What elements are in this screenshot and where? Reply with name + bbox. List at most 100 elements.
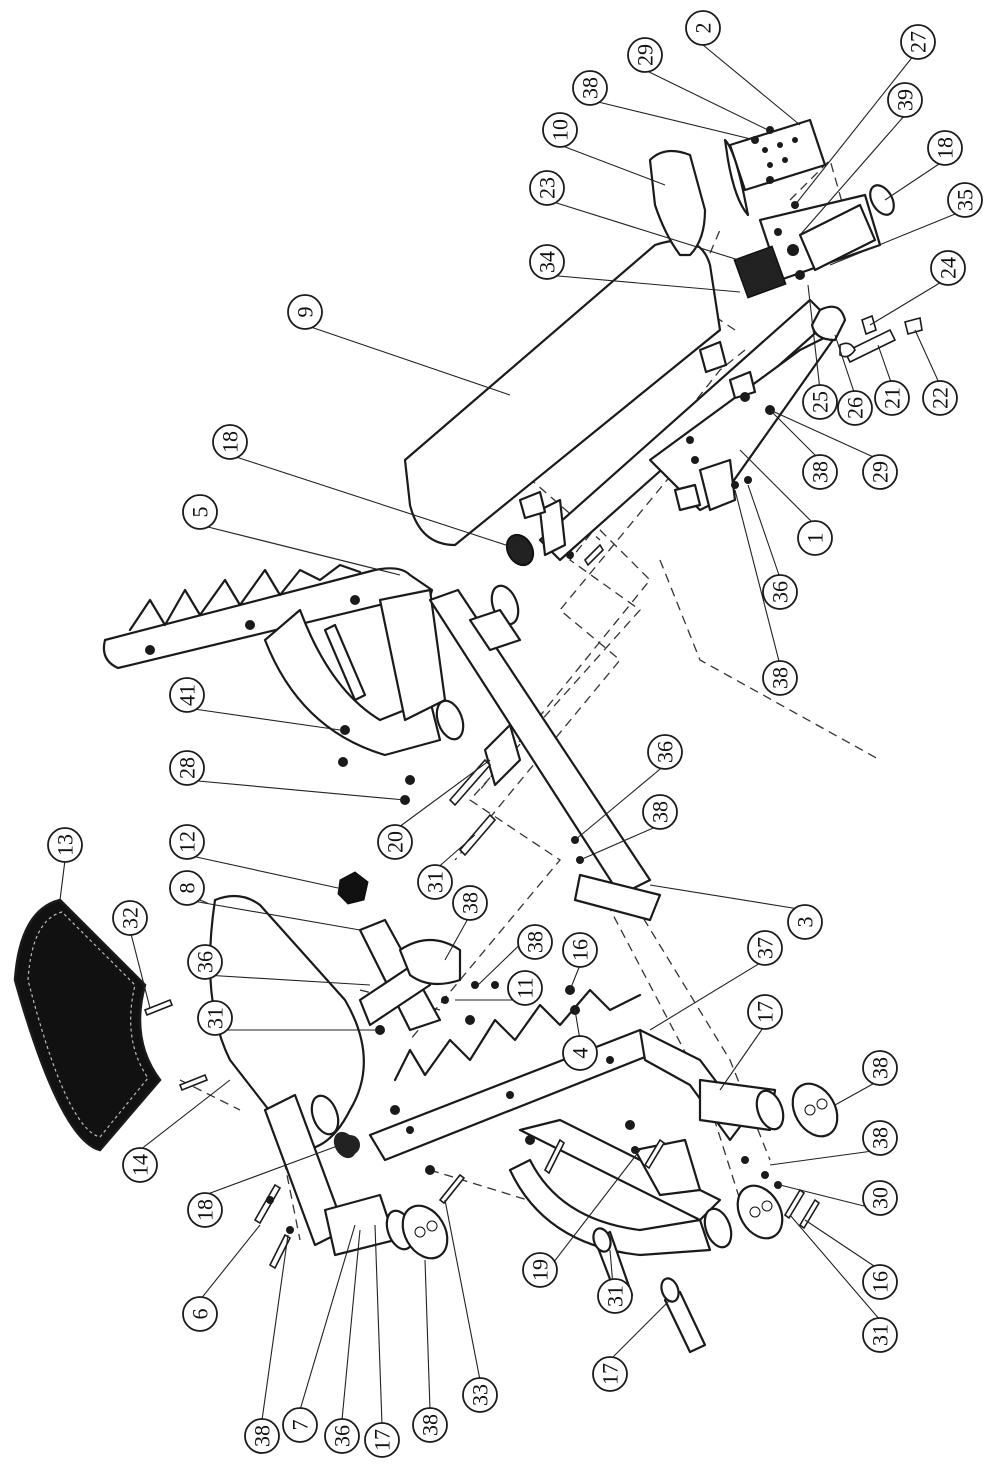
callout-circle	[169, 870, 205, 906]
callout-number: 2	[691, 23, 716, 34]
callout-number: 36	[653, 741, 678, 763]
callout-circle	[685, 10, 721, 46]
callout-17: 17	[592, 1356, 628, 1392]
callout-18: 18	[927, 130, 963, 166]
callout-number: 41	[175, 684, 200, 706]
callout-number: 17	[598, 1363, 623, 1385]
callout-38: 38	[517, 924, 553, 960]
callout-36: 36	[187, 944, 223, 980]
callout-circle	[642, 794, 678, 830]
seat-bracket	[358, 918, 462, 1032]
callout-circle	[287, 294, 323, 330]
callout-41: 41	[169, 677, 205, 713]
callout-33: 33	[462, 1377, 498, 1413]
callout-31: 31	[197, 1000, 233, 1036]
callout-number: 38	[418, 1414, 443, 1436]
callout-12: 12	[169, 824, 205, 860]
head-pad	[648, 149, 707, 257]
callout-number: 38	[768, 667, 793, 689]
callout-circle	[112, 900, 148, 936]
callout-6: 6	[182, 1296, 218, 1332]
callout-circle	[412, 1407, 448, 1443]
callout-number: 6	[188, 1309, 213, 1320]
callout-number: 34	[535, 251, 560, 273]
callout-circle	[187, 944, 223, 980]
nut	[337, 871, 369, 905]
callout-8: 8	[169, 870, 205, 906]
callout-circle	[647, 734, 683, 770]
callout-circle	[862, 1180, 898, 1216]
callout-29: 29	[627, 37, 663, 73]
callout-16: 16	[562, 932, 598, 968]
callout-circle	[627, 37, 663, 73]
callout-2: 2	[685, 10, 721, 46]
callout-number: 27	[906, 31, 931, 53]
callout-number: 18	[193, 1199, 218, 1221]
callout-circle	[529, 170, 565, 206]
callout-23: 23	[529, 170, 565, 206]
callout-circle	[462, 1377, 498, 1413]
callout-circle	[244, 1418, 280, 1454]
callout-number: 38	[523, 931, 548, 953]
callout-circle	[837, 390, 873, 426]
callout-1: 1	[797, 520, 833, 556]
callout-number: 4	[568, 1048, 593, 1059]
callout-38: 38	[642, 794, 678, 830]
callout-circle	[529, 244, 565, 280]
callout-36: 36	[762, 574, 798, 610]
foot-pad	[13, 898, 162, 1152]
callout-31: 31	[862, 1317, 898, 1353]
callout-number: 16	[568, 939, 593, 961]
callout-18: 18	[187, 1192, 223, 1228]
callout-circle	[452, 885, 488, 921]
callout-circle	[517, 924, 553, 960]
callout-circle	[922, 380, 958, 416]
callout-32: 32	[112, 900, 148, 936]
callout-31: 31	[597, 1278, 633, 1314]
callout-number: 38	[868, 1127, 893, 1149]
callout-number: 35	[953, 189, 978, 211]
callout-number: 23	[535, 177, 560, 199]
callout-number: 21	[880, 387, 905, 409]
callout-number: 8	[175, 883, 200, 894]
callout-18: 18	[212, 424, 248, 460]
callout-number: 29	[868, 461, 893, 483]
weight-plate-1	[791, 1082, 839, 1138]
callout-34: 34	[529, 244, 565, 280]
callout-number: 38	[808, 461, 833, 483]
callout-number: 13	[53, 834, 78, 856]
callout-circle	[862, 1120, 898, 1156]
callout-38: 38	[412, 1407, 448, 1443]
knob-lower	[333, 1131, 357, 1159]
callout-29: 29	[862, 454, 898, 490]
fasteners	[143, 136, 821, 1270]
callout-circle	[47, 827, 83, 863]
callout-circle	[562, 932, 598, 968]
callout-number: 31	[423, 871, 448, 893]
callout-number: 24	[936, 257, 961, 279]
callout-circle	[197, 1000, 233, 1036]
callout-circle	[169, 750, 205, 786]
callout-number: 19	[528, 1259, 553, 1281]
callout-number: 29	[633, 44, 658, 66]
callout-20: 20	[377, 824, 413, 860]
callout-number: 31	[603, 1285, 628, 1307]
callout-number: 38	[250, 1425, 275, 1447]
callout-10: 10	[542, 112, 578, 148]
callout-number: 14	[128, 1154, 153, 1176]
callout-28: 28	[169, 750, 205, 786]
weight-plate-2	[736, 1184, 784, 1240]
callout-circle	[762, 660, 798, 696]
callout-14: 14	[122, 1147, 158, 1183]
callout-circle	[169, 677, 205, 713]
callout-circle	[562, 1035, 598, 1071]
callout-number: 17	[370, 1429, 395, 1451]
callout-17: 17	[747, 994, 783, 1030]
callout-circle	[122, 1147, 158, 1183]
callout-number: 26	[843, 397, 868, 419]
callout-circle	[927, 130, 963, 166]
callout-9: 9	[287, 294, 323, 330]
callout-24: 24	[930, 250, 966, 286]
callout-circle	[862, 1317, 898, 1353]
callout-circle	[542, 112, 578, 148]
